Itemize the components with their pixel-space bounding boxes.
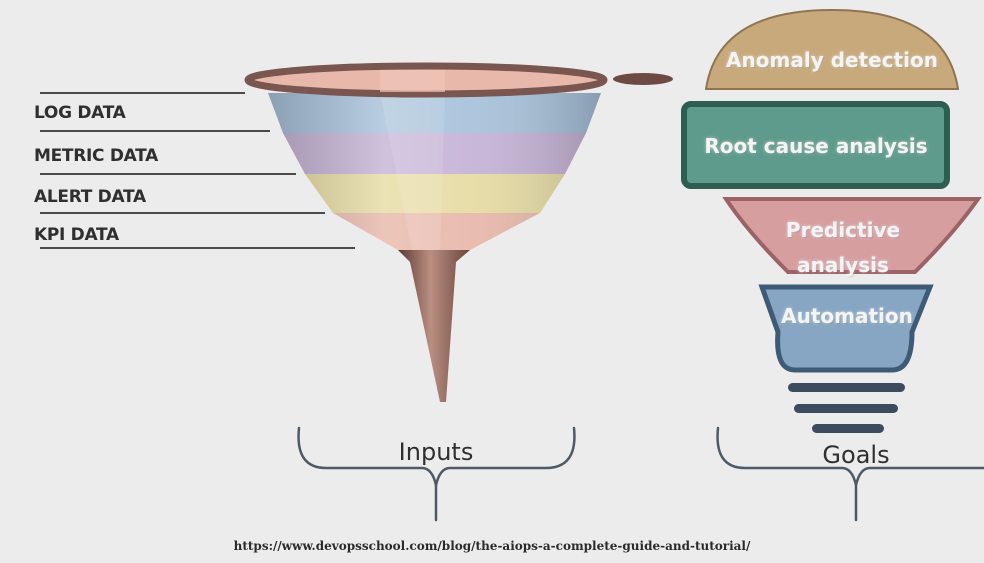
goals-bracket [716,426,984,522]
inputs-bracket-label: Inputs [398,438,474,466]
goal-automation: Automation [781,304,913,328]
funnel-spout [398,250,470,402]
bulb-base-bar [788,383,905,392]
funnel [244,62,673,402]
goal-anomaly-detection-shape [704,8,960,90]
goal-bulb [681,8,982,433]
inputs-bracket [297,426,576,522]
bulb-base-bar [812,424,884,433]
input-label-kpi-data: KPI DATA [34,225,119,245]
input-label-alert-data: ALERT DATA [34,187,146,207]
input-lines [40,92,355,249]
goal-predictive-shape [722,197,982,274]
goals-bracket-label: Goals [822,441,890,469]
goal-anomaly-detection: Anomaly detection [726,48,938,72]
funnel-rim-handle [613,73,673,85]
input-label-log-data: LOG DATA [34,103,126,123]
source-url: https://www.devopsschool.com/blog/the-ai… [233,539,751,553]
goal-root-cause-shape [681,101,950,189]
input-label-metric-data: METRIC DATA [34,146,159,166]
bulb-base-bar [794,404,898,413]
goal-root-cause-analysis: Root cause analysis [704,134,928,158]
goal-predictive-analysis: Predictive analysis [785,218,901,277]
goal-automation-shape [758,284,934,373]
